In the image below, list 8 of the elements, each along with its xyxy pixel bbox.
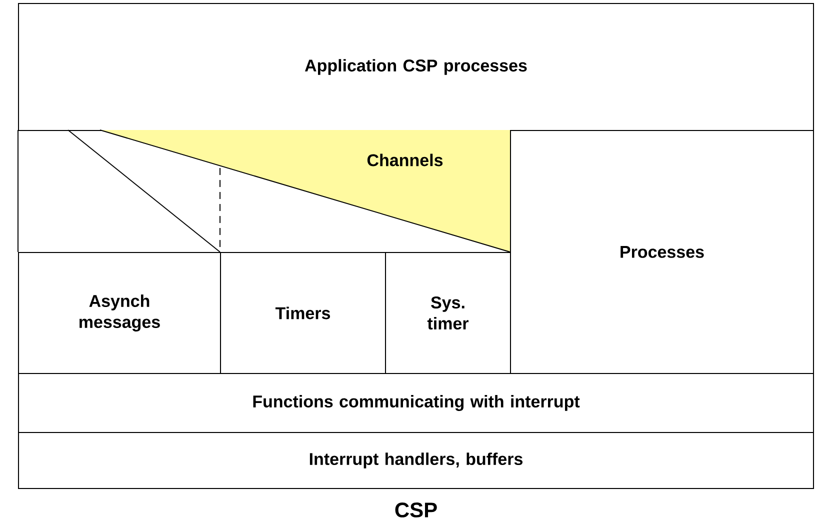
layer-box: Sys. timer bbox=[385, 252, 511, 374]
layer-box: Interrupt handlers, buffers bbox=[18, 432, 814, 489]
layer-box: Timers bbox=[220, 252, 386, 374]
layer-box: Processes bbox=[510, 130, 814, 374]
layer-box: Functions communicating with interrupt bbox=[18, 373, 814, 433]
layer-box: Asynch messages bbox=[18, 252, 221, 374]
channels-drawing: Channels bbox=[18, 130, 510, 252]
caption: CSP bbox=[395, 502, 437, 518]
